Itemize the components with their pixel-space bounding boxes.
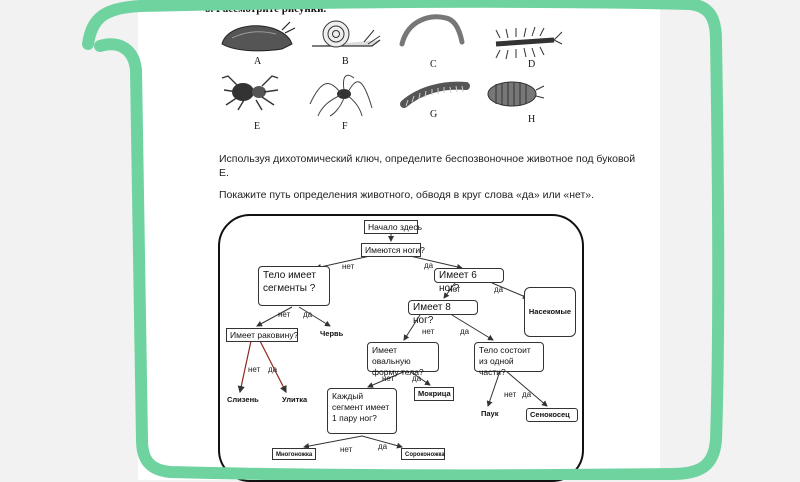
letter-h: H	[528, 114, 536, 125]
node-harvestman: Сенокосец	[526, 408, 578, 422]
label-no-one-part: нет	[504, 390, 517, 399]
node-insects: Насекомые	[524, 287, 576, 337]
instruction-line-3: Покажите путь определения животного, обв…	[219, 189, 595, 201]
node-start: Начало здесь	[364, 220, 422, 234]
node-shell: Имеет раковину?	[226, 328, 298, 342]
node-segments: Тело имеет сегменты ?	[258, 266, 330, 306]
worm-icon	[399, 14, 465, 47]
harvestman-icon	[309, 74, 373, 117]
node-slug: Слизень	[224, 394, 259, 406]
node-six-legs: Имеет 6 ног?	[434, 268, 504, 294]
label-yes-one-part: да	[522, 390, 532, 399]
spider-icon	[221, 75, 279, 111]
letter-c: C	[430, 59, 437, 70]
label-yes-segments: да	[303, 310, 313, 319]
letter-d: D	[528, 59, 536, 70]
label-yes-eight: да	[460, 327, 470, 336]
snail-icon	[312, 20, 381, 48]
node-one-part: Тело состоит из одной части?	[474, 342, 544, 377]
node-centipede: Сороконожка	[401, 448, 445, 460]
node-oval: Имеет овальную форму тела?	[367, 342, 439, 377]
node-pair-legs: Каждый сегмент имеет 1 пару ног?	[327, 388, 397, 434]
label-yes-pair: да	[378, 442, 388, 451]
woodlouse-icon	[487, 81, 545, 107]
letter-b: B	[342, 56, 349, 67]
label-no-legs: нет	[342, 262, 355, 271]
letter-f: F	[342, 121, 348, 132]
label-yes-shell: да	[268, 365, 278, 374]
label-yes-oval: да	[412, 374, 422, 383]
node-millipede: Многоножка	[272, 448, 316, 460]
instruction-line-1: Используя дихотомический ключ, определит…	[219, 153, 636, 165]
letter-e: E	[254, 121, 261, 132]
node-woodlouse: Мокрица	[414, 387, 454, 401]
label-no-oval: нет	[382, 374, 395, 383]
node-spider: Паук	[478, 408, 504, 420]
centipede-icon	[495, 26, 563, 60]
label-yes-six: да	[494, 285, 504, 294]
label-no-eight: нет	[422, 327, 435, 336]
letter-a: A	[254, 56, 262, 67]
instruction-line-2: E.	[219, 167, 229, 179]
label-no-shell: нет	[248, 365, 261, 374]
millipede-icon	[400, 81, 470, 108]
label-yes-legs: да	[424, 261, 434, 270]
label-no-segments: нет	[278, 310, 291, 319]
label-no-pair: нет	[340, 445, 353, 454]
slug-icon	[221, 21, 296, 52]
node-snail: Улитка	[279, 394, 309, 406]
node-worm: Червь	[317, 328, 347, 340]
node-eight-legs: Имеет 8 ног?	[408, 300, 478, 326]
letter-g: G	[430, 109, 438, 120]
label-no-six: нет	[448, 285, 461, 294]
node-has-legs: Имеются ноги?	[361, 243, 425, 257]
